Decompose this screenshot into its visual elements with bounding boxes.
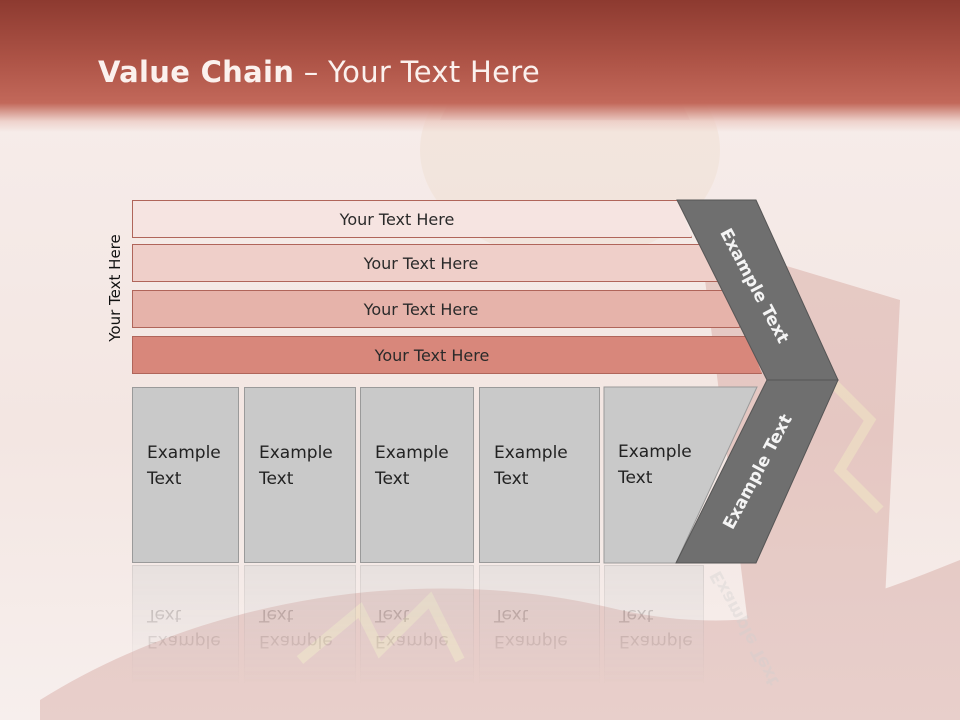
value-row-label: Your Text Here	[374, 345, 490, 365]
box-line-2: Text	[147, 469, 182, 489]
box-line-1: Example	[375, 443, 449, 463]
activity-box-2: Example Text	[244, 387, 356, 563]
value-row-3: Your Text Here	[132, 290, 740, 328]
side-label: Your Text Here	[106, 234, 124, 342]
box-line-2: Text	[375, 469, 410, 489]
activity-box-4: Example Text	[479, 387, 600, 563]
slide-title: Value Chain – Your Text Here	[98, 55, 540, 89]
activity-box-1: Example Text	[132, 387, 239, 563]
value-row-4: Your Text Here	[132, 336, 762, 374]
box-line-1: Example	[618, 442, 692, 462]
title-band	[0, 0, 960, 132]
box-line-2: Text	[494, 469, 529, 489]
box-line-1: Example	[147, 443, 221, 463]
value-row-label: Your Text Here	[363, 299, 479, 319]
box-line-1: Example	[259, 443, 333, 463]
title-bold: Value Chain	[98, 55, 295, 89]
value-row-1: Your Text Here	[132, 200, 692, 238]
box-line-2: Text	[618, 468, 653, 488]
value-row-label: Your Text Here	[363, 253, 479, 273]
title-rest: – Your Text Here	[294, 55, 540, 89]
activity-box-3: Example Text	[360, 387, 474, 563]
value-row-label: Your Text Here	[339, 209, 455, 229]
value-row-2: Your Text Here	[132, 244, 740, 282]
box-line-2: Text	[259, 469, 294, 489]
box-line-1: Example	[494, 443, 568, 463]
activity-box-5: Example Text	[604, 387, 754, 563]
